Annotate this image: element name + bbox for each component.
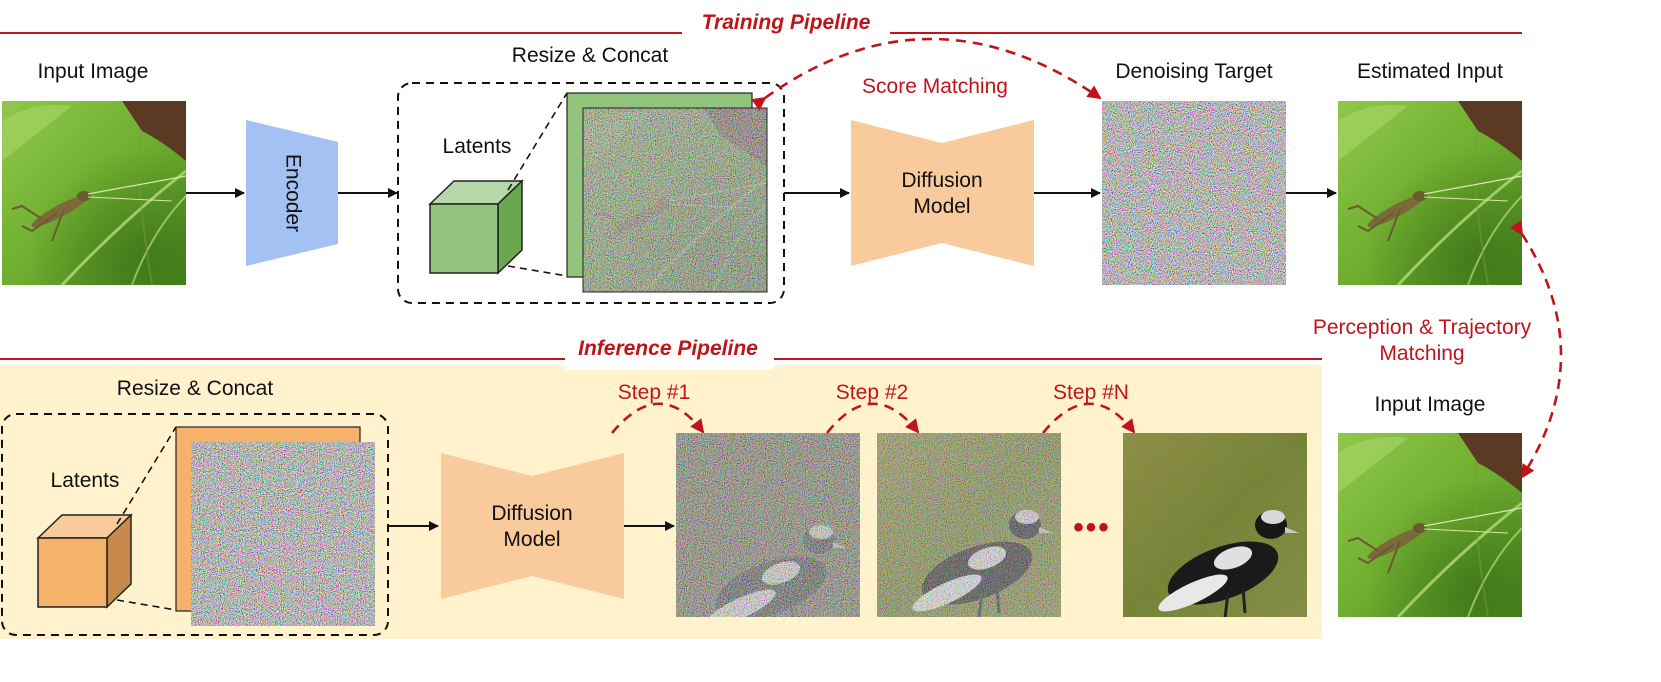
training-pipeline: Training Pipeline Input Image Encoder Re… (0, 11, 1524, 304)
estimated-input-label: Estimated Input (1357, 60, 1503, 83)
step-2-arrow (825, 402, 920, 434)
step-1-image (676, 433, 860, 617)
input-image-label: Input Image (38, 60, 149, 83)
perception-arrow (1509, 220, 1563, 479)
inference-noise-image (191, 442, 375, 626)
estimated-input-image (1336, 99, 1524, 287)
inference-pipeline-title: Inference Pipeline (578, 337, 758, 360)
inference-latent-cube (36, 513, 133, 609)
inference-zoom-line-bottom (116, 599, 177, 611)
perception-matching: Perception & Trajectory Matching Input I… (1313, 220, 1563, 619)
concat-box (397, 82, 785, 304)
inference-pipeline: Inference Pipeline Resize & Concat Laten… (0, 336, 1322, 639)
ellipsis: ••• (1073, 511, 1111, 544)
encoder-label: Encoder (281, 154, 304, 232)
resize-concat-label: Resize & Concat (512, 44, 669, 67)
step-1-label: Step #1 (618, 381, 690, 404)
step-2-image (877, 433, 1061, 617)
encoder-block (246, 120, 338, 266)
training-pipeline-title: Training Pipeline (702, 11, 871, 34)
inference-diffusion-label-2: Model (503, 528, 560, 551)
training-diffusion-label-2: Model (913, 195, 970, 218)
inference-diffusion-label-1: Diffusion (491, 502, 572, 525)
inference-concat-box (1, 413, 389, 636)
training-diffusion-block (851, 120, 1034, 266)
denoising-target-label: Denoising Target (1115, 60, 1272, 83)
step-n-image (1123, 433, 1307, 617)
latents-label: Latents (443, 135, 512, 158)
noisy-input-image (582, 107, 768, 293)
step-n-label: Step #N (1053, 381, 1129, 404)
inference-zoom-line-top (116, 426, 177, 525)
zoom-line-top (507, 92, 568, 191)
perception-label-1: Perception & Trajectory (1313, 316, 1532, 339)
score-matching-label: Score Matching (862, 75, 1008, 98)
inference-diffusion-block (441, 453, 624, 599)
step-1-arrow (610, 402, 705, 434)
input-image (0, 99, 188, 287)
training-diffusion-label-1: Diffusion (901, 169, 982, 192)
inference-resize-concat-label: Resize & Concat (117, 377, 274, 400)
score-matching-arrow (751, 37, 1102, 111)
inference-latents-label: Latents (51, 469, 120, 492)
perception-input-image (1336, 431, 1524, 619)
step-n-arrow (1041, 402, 1136, 434)
perception-input-image-label: Input Image (1375, 393, 1486, 416)
denoising-target-image (1102, 101, 1286, 285)
step-2-label: Step #2 (836, 381, 908, 404)
latent-cube (428, 179, 524, 275)
perception-label-2: Matching (1379, 342, 1464, 365)
inference-title-bg (565, 336, 774, 370)
zoom-line-bottom (507, 265, 568, 277)
